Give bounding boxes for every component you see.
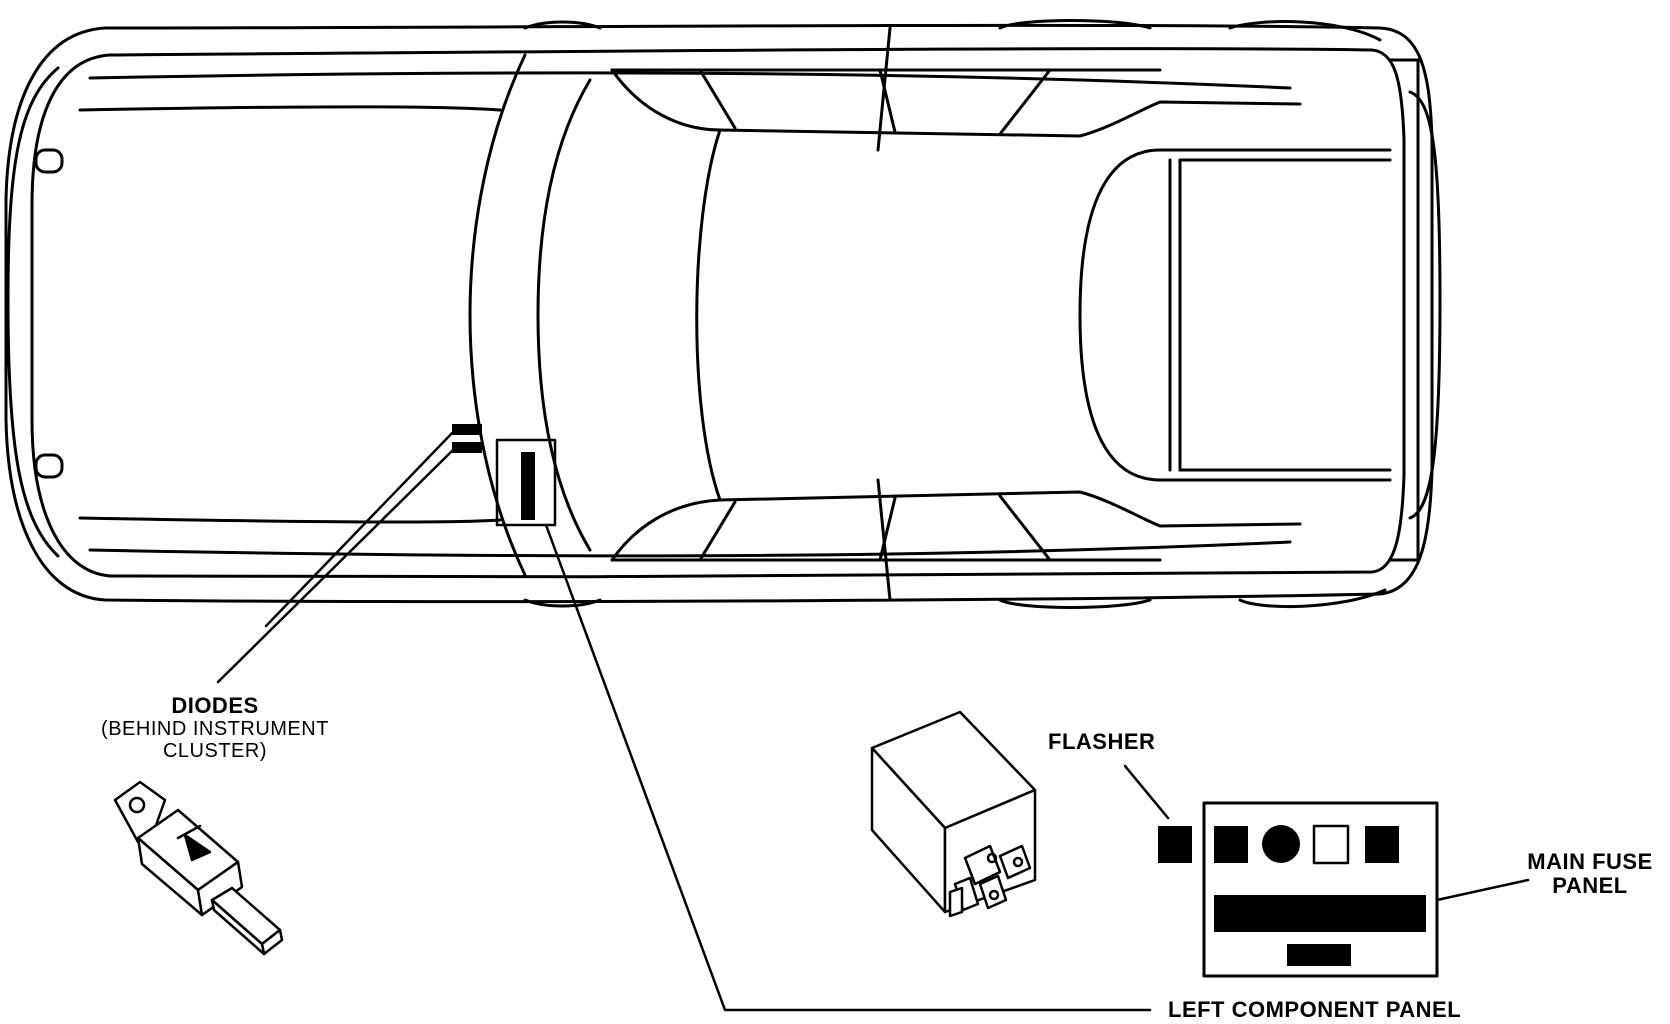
diode-location-marks [452, 424, 482, 453]
main-fuse-panel-diagram [1158, 801, 1439, 978]
left-component-panel-leader-line [544, 523, 1152, 1012]
flasher-label: FLASHER [1048, 729, 1156, 754]
main-fuse-panel-line2: PANEL [1552, 873, 1628, 898]
fuse-block-long [1214, 895, 1426, 932]
fuse-slot-round [1262, 825, 1300, 863]
left-component-panel-location [495, 438, 557, 527]
diodes-subtitle-line1: (BEHIND INSTRUMENT [101, 718, 329, 740]
main-fuse-panel-line1: MAIN FUSE [1527, 849, 1653, 874]
diodes-label: DIODES (BEHIND INSTRUMENT CLUSTER) [90, 693, 340, 763]
diode-component-icon [113, 780, 284, 956]
diodes-title: DIODES [171, 693, 259, 718]
flasher-leader-line [1123, 764, 1170, 820]
flasher-slot [1158, 826, 1192, 863]
flasher-component-icon [870, 710, 1037, 918]
headlamp-left-icon [34, 148, 64, 174]
main-fuse-panel-label: MAIN FUSE PANEL [1515, 850, 1665, 898]
diode-mark-2 [452, 442, 482, 453]
fuse-slot-1 [1214, 826, 1248, 863]
headlamp-right-icon [34, 453, 64, 479]
main-fuse-panel-leader-line [1435, 878, 1530, 902]
fuse-slot-empty [1312, 824, 1350, 865]
car-body-outline [4, 19, 1442, 609]
fuse-block-small [1287, 944, 1351, 966]
diodes-subtitle-line2: CLUSTER) [162, 740, 267, 762]
diodes-leader-lines [216, 428, 457, 684]
left-component-panel-label: LEFT COMPONENT PANEL [1168, 997, 1462, 1022]
diode-mark-1 [452, 424, 482, 435]
fuse-slot-2 [1365, 826, 1399, 863]
